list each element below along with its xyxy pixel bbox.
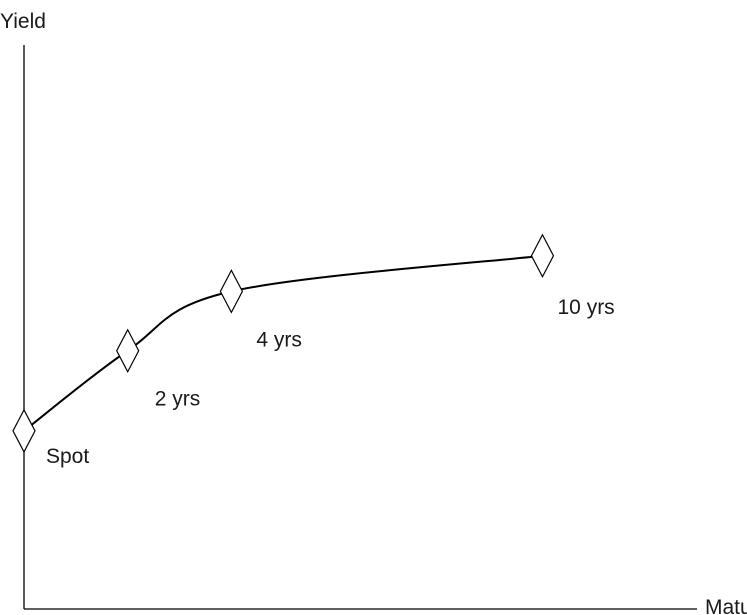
data-point-marker bbox=[116, 328, 140, 374]
data-point-label: 4 yrs bbox=[256, 328, 302, 351]
data-point-label: 10 yrs bbox=[558, 296, 615, 319]
x-axis-title: Maturity bbox=[705, 596, 747, 615]
yield-curve-line bbox=[23, 254, 543, 432]
axes bbox=[23, 45, 697, 610]
data-point-marker bbox=[530, 233, 555, 279]
data-point-label: 2 yrs bbox=[155, 388, 201, 411]
y-axis-title: Yield bbox=[0, 10, 46, 33]
data-point-label: Spot bbox=[46, 445, 89, 468]
data-point-marker bbox=[12, 408, 36, 454]
data-points: Spot 2 yrs 4 yrs 10 yrs bbox=[12, 233, 615, 468]
data-point-marker bbox=[219, 269, 244, 314]
